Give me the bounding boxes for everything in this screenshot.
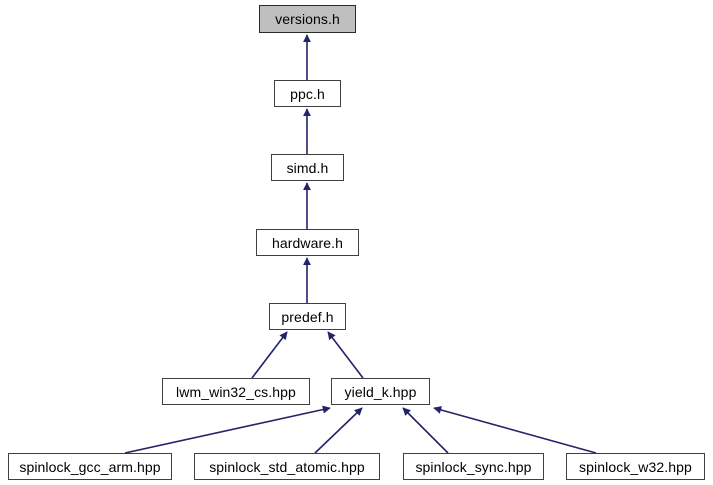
node-spinlock_std_atomic[interactable]: spinlock_std_atomic.hpp xyxy=(194,453,380,480)
edge-spinlock_std_atomic-to-yield_k xyxy=(314,407,363,454)
node-spinlock_sync[interactable]: spinlock_sync.hpp xyxy=(403,453,544,480)
node-spinlock_w32[interactable]: spinlock_w32.hpp xyxy=(566,453,705,480)
edge-spinlock_w32-to-yield_k xyxy=(433,406,597,454)
node-ppc[interactable]: ppc.h xyxy=(274,80,341,107)
edge-lwm_win32_cs-to-predef xyxy=(251,331,288,379)
edge-spinlock_gcc_arm-to-yield_k xyxy=(124,405,331,454)
edge-spinlock_sync-to-yield_k xyxy=(402,407,449,454)
node-spinlock_gcc_arm[interactable]: spinlock_gcc_arm.hpp xyxy=(8,453,172,480)
node-lwm_win32_cs[interactable]: lwm_win32_cs.hpp xyxy=(162,378,310,405)
edge-yield_k-to-predef xyxy=(327,331,364,379)
node-simd[interactable]: simd.h xyxy=(271,154,344,181)
node-hardware[interactable]: hardware.h xyxy=(256,229,359,256)
node-versions[interactable]: versions.h xyxy=(259,5,356,33)
node-yield_k[interactable]: yield_k.hpp xyxy=(331,378,430,405)
node-predef[interactable]: predef.h xyxy=(269,303,346,330)
